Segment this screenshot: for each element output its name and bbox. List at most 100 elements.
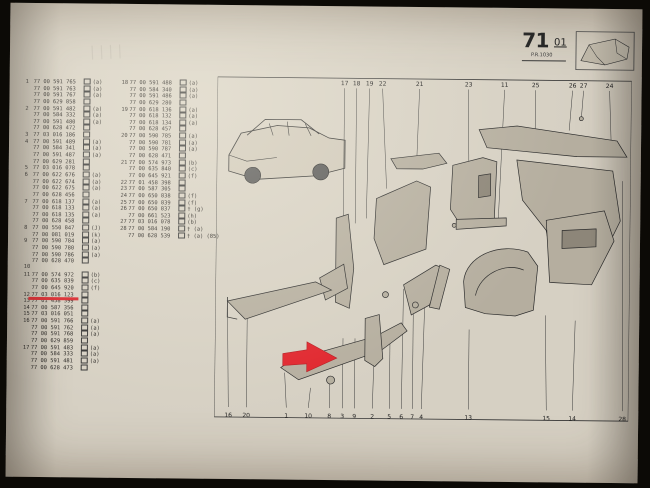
callout-label: 27 (580, 83, 588, 90)
checkbox-square-icon (178, 192, 186, 199)
checkbox-square-icon (83, 138, 91, 145)
checkbox-square-icon (81, 330, 89, 337)
callout-label: 8 (327, 413, 331, 420)
callout-label: 13 (464, 414, 472, 421)
checkbox-square-icon (82, 197, 90, 205)
checkbox-square-icon (178, 165, 186, 172)
section-suffix: 01 (553, 37, 567, 49)
checkbox-square-icon (82, 164, 90, 171)
checkbox-square-icon (82, 211, 90, 218)
callout-label: 19 (366, 80, 374, 87)
checkbox-square-icon (83, 85, 91, 92)
callout-label: 21 (416, 81, 424, 88)
checkbox-square-icon (179, 106, 187, 113)
callout-label: 26 (569, 83, 577, 90)
callout-label: 15 (542, 415, 550, 422)
checkbox-square-icon (81, 284, 89, 291)
checkbox-square-icon (82, 224, 90, 231)
checkbox-square-icon (81, 257, 89, 264)
callout-label: 10 (304, 413, 312, 420)
checkbox-square-icon (83, 131, 91, 138)
checkbox-square-icon (82, 171, 90, 178)
checkbox-square-icon (80, 350, 88, 357)
checkbox-square-icon (178, 179, 186, 186)
pr-reference: P.R.1030 (530, 52, 553, 59)
checkbox-square-icon (82, 191, 90, 198)
checkbox-square-icon (81, 317, 89, 324)
checkbox-square-icon (80, 364, 88, 371)
part-reference (32, 268, 82, 269)
checkbox-square-icon (178, 159, 186, 166)
highlight-arrow-icon (282, 341, 338, 373)
checkbox-square-icon (81, 251, 89, 258)
checkbox-square-icon (82, 184, 90, 191)
callout-label: 1 (284, 413, 288, 420)
checkbox-square-icon (179, 79, 187, 86)
checkbox-square-icon (81, 290, 89, 298)
checkbox-square-icon (81, 304, 89, 311)
checkbox-square-icon (83, 78, 91, 85)
checkbox-square-icon (179, 99, 187, 106)
checkbox-square-icon (82, 217, 90, 224)
checkbox-square-icon (81, 310, 89, 317)
callout-label: 23 (465, 81, 473, 88)
callout-label: 28 (618, 416, 626, 423)
checkbox-square-icon (83, 91, 91, 98)
callout-label: 2 (370, 413, 374, 420)
checkbox-square-icon (81, 277, 89, 284)
callout-label: 9 (352, 413, 356, 420)
checkbox-square-icon (178, 152, 186, 159)
checkbox-square-icon (81, 237, 90, 244)
parts-list-row: 77 00 628 539 † (a) (85) (120, 232, 220, 240)
header-rule (521, 60, 566, 62)
checkbox-square-icon (179, 132, 187, 139)
variant-code: † (a) (85) (187, 233, 220, 240)
parts-list-right: 1877 00 591 488(a)77 00 584 340(a)77 00 … (120, 79, 220, 240)
checkbox-square-icon (179, 125, 187, 133)
checkbox-square-icon (82, 231, 90, 238)
callout-label: 22 (379, 81, 387, 88)
callout-label: 7 (410, 414, 414, 421)
checkbox-square-icon (82, 158, 90, 165)
callout-label: 18 (353, 80, 361, 87)
checkbox-square-icon (81, 297, 89, 304)
callout-label: 14 (568, 416, 576, 423)
checkbox-square-icon (82, 144, 91, 151)
callout-label: 3 (340, 413, 344, 420)
section-main: 71 (522, 28, 550, 53)
checkbox-square-icon (178, 212, 186, 219)
checkbox-square-icon (178, 172, 186, 179)
checkbox-square-icon (80, 344, 88, 351)
callout-label: 16 (224, 412, 232, 419)
checkbox-square-icon (81, 271, 89, 278)
callout-label: 6 (399, 414, 403, 421)
checkbox-square-icon (82, 178, 90, 185)
checkbox-square-icon (178, 225, 186, 232)
checkbox-square-icon (81, 324, 89, 331)
checkbox-square-icon (178, 218, 186, 225)
checkbox-square-icon (178, 205, 186, 212)
checkbox-square-icon (83, 124, 91, 132)
part-reference: 77 00 628 539 (128, 232, 171, 240)
callout-label: 4 (419, 414, 423, 421)
part-reference: 77 00 628 473 (30, 364, 73, 371)
checkbox-square-icon (179, 139, 187, 146)
section-number: 71 01 (522, 28, 567, 52)
checkbox-square-icon (179, 119, 187, 126)
checkbox-square-icon (83, 118, 91, 125)
checkbox-square-icon (179, 92, 187, 99)
callout-label: 5 (387, 414, 391, 421)
callout-label: 20 (242, 412, 250, 419)
checkbox-square-icon (178, 185, 186, 192)
trim-parts (226, 116, 628, 385)
callout-label: 11 (501, 82, 509, 89)
leader-lines (227, 88, 623, 412)
callout-label: 17 (341, 80, 349, 87)
checkbox-square-icon (83, 105, 91, 112)
checkbox-square-icon (83, 111, 91, 118)
